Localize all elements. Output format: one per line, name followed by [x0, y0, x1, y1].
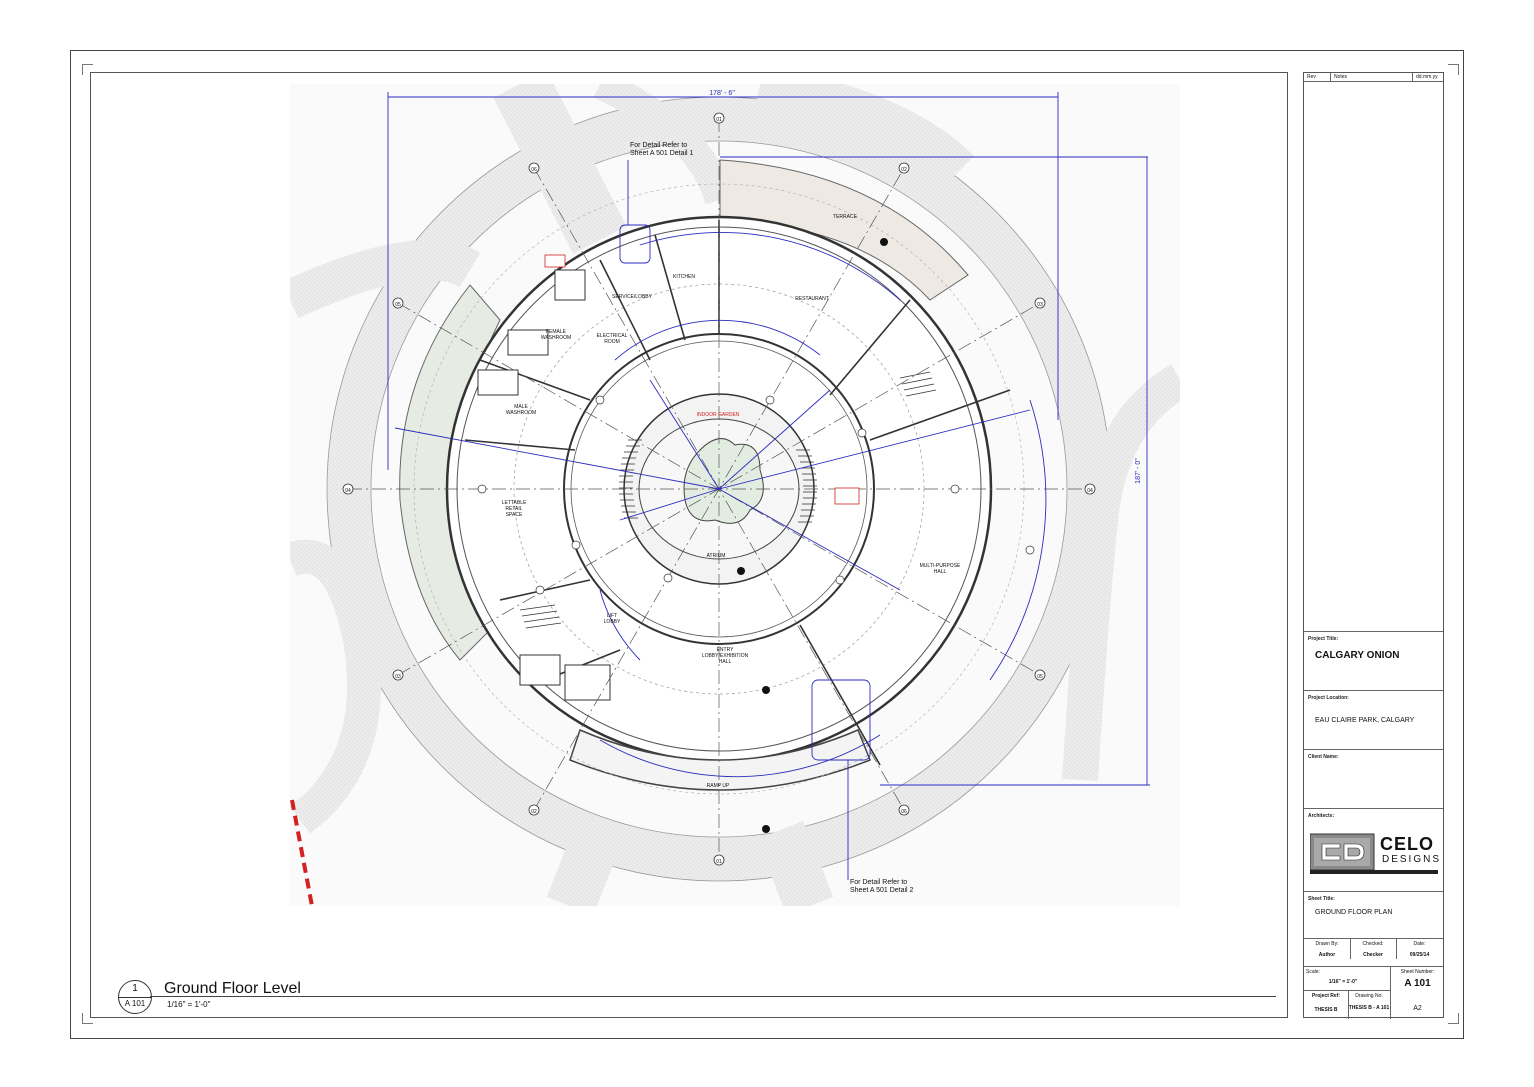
project-location-label: Project Location: [1308, 695, 1349, 701]
sheet-size: A2 [1413, 1005, 1422, 1012]
floor-plan: 178' - 6" 187' - 0" 01 06 05 04 03 02 01 06 05 04… [290, 84, 1180, 906]
checked-label: Checked: [1362, 941, 1384, 947]
view-number: 1 [132, 983, 138, 994]
crop-mark [82, 1013, 93, 1024]
grid-label: 06 [531, 167, 537, 173]
project-location-section: Project Location: EAU CLAIRE PARK, CALGA… [1304, 690, 1443, 749]
issue-date: 09/25/14 [1409, 952, 1430, 958]
sheet-number-label: Sheet Number: [1400, 969, 1435, 975]
date-label: Date: [1413, 941, 1426, 947]
crop-mark [1448, 64, 1459, 75]
grid-label: 01 [716, 117, 722, 123]
view-scale: 1/16" = 1'-0" [167, 1000, 211, 1009]
project-title-label: Project Title: [1308, 636, 1339, 642]
drawn-by-label: Drawn By: [1315, 941, 1339, 947]
date-col: dd.mm.yy [1416, 74, 1438, 80]
grid-label: 05 [1037, 674, 1043, 680]
project-ref: THESIS B [1314, 1007, 1338, 1013]
grid-label: 03 [395, 674, 401, 680]
overall-depth-dimension: 187' - 0" [1135, 458, 1142, 484]
logo-mark-icon [1309, 833, 1438, 874]
project-title: CALGARY ONION [1315, 650, 1400, 661]
logo-text-secondary: DESIGNS [1382, 854, 1442, 865]
drawn-by: Author [1318, 952, 1336, 958]
grid-label: 02 [901, 167, 907, 173]
logo-text-primary: CELO [1380, 834, 1435, 854]
drawn-row: Drawn By: Checked: Date: Author Checker … [1304, 938, 1443, 959]
client-name-label: Client Name: [1308, 754, 1339, 760]
grid-label: 04 [345, 488, 351, 494]
scale-row: Scale: 1/16" = 1'-0" Sheet Number: A 101 [1304, 966, 1443, 1019]
detail-note-line: For Detail Refer to [630, 142, 688, 149]
project-location: EAU CLAIRE PARK, CALGARY [1315, 717, 1415, 724]
detail-note-line: Sheet A 501 Detail 2 [850, 887, 914, 894]
overall-width-dimension: 178' - 6" [709, 90, 735, 97]
view-title: Ground Floor Level [164, 980, 301, 997]
detail-note-2: For Detail Refer to Sheet A 501 Detail 2 [850, 879, 913, 895]
title-block: Rev Notes dd.mm.yy Project Title: CALGAR… [1303, 72, 1444, 1019]
revision-header: Rev Notes dd.mm.yy [1304, 73, 1443, 82]
room-label: INDOOR GARDEN [697, 412, 740, 418]
grid-label: 06 [901, 809, 907, 815]
ref-row: Project Ref: Drawing No: THESIS B THESIS… [1304, 990, 1390, 1019]
view-bubble-divider [118, 997, 152, 998]
room-label: ATRIUM [707, 553, 726, 559]
room-label: RAMP UP [707, 783, 730, 789]
crop-mark [1448, 1013, 1459, 1024]
scale-label: Scale: [1306, 969, 1320, 975]
client-section: Client Name: [1304, 749, 1443, 808]
project-title-section: Project Title: CALGARY ONION [1304, 631, 1443, 690]
sheet-border [70, 50, 1464, 1039]
room-label: KITCHEN [673, 274, 695, 280]
rev-col: Rev [1307, 74, 1316, 80]
detail-note-1: For Detail Refer to Sheet A 501 Detail 1 [630, 142, 693, 158]
room-label: SERVICE/LOBBY [612, 294, 653, 300]
detail-note-line: For Detail Refer to [850, 879, 908, 886]
sheet-title-section: Sheet Title: GROUND FLOOR PLAN [1304, 891, 1443, 938]
view-title-underline [150, 996, 1276, 997]
drawing-no-label: Drawing No: [1355, 993, 1383, 999]
sheet-title-label: Sheet Title: [1308, 896, 1335, 902]
notes-col: Notes [1334, 74, 1348, 80]
drawing-no: THESIS B - A 101 [1348, 1005, 1390, 1011]
view-sheet-ref: A 101 [124, 999, 146, 1008]
sheet-title: GROUND FLOOR PLAN [1315, 909, 1393, 916]
architects-section: Architects: [1304, 808, 1443, 891]
scale-value: 1/16" = 1'-0" [1328, 979, 1358, 985]
project-ref-label: Project Ref: [1311, 993, 1341, 999]
grid-label: 02 [531, 809, 537, 815]
celo-designs-logo: CELO DESIGNS [1309, 832, 1442, 878]
detail-note-line: Sheet A 501 Detail 1 [630, 150, 694, 157]
grid-label: 04 [1087, 488, 1093, 494]
grid-label: 01 [716, 859, 722, 865]
sheet-number: A 101 [1404, 978, 1431, 989]
room-label: RESTAURANT [795, 296, 829, 302]
grid-label: 03 [1037, 302, 1043, 308]
crop-mark [82, 64, 93, 75]
grid-label: 05 [395, 302, 401, 308]
drawing-frame [90, 72, 1288, 1018]
room-label: TERRACE [833, 214, 858, 220]
checked-by: Checker [1363, 952, 1383, 958]
architects-label: Architects: [1308, 813, 1335, 819]
